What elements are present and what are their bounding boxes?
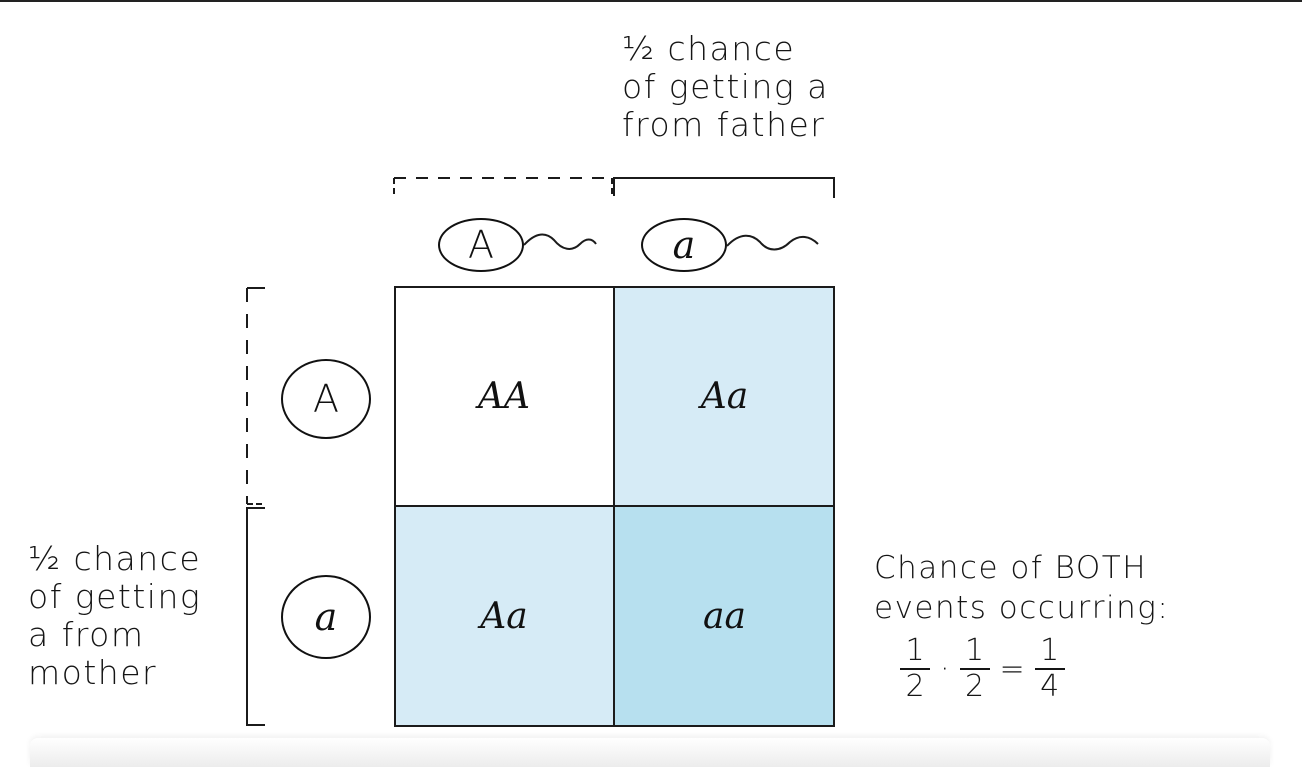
punnett-grid-horizontal-divider xyxy=(394,505,835,507)
top-solid-bracket-icon xyxy=(613,177,835,198)
sperm-tail-icon-a xyxy=(726,234,819,251)
mother-note-line-2: of getting xyxy=(28,577,202,616)
fraction-denominator: 2 xyxy=(965,669,985,704)
father-allele-A: A xyxy=(438,218,524,272)
punnett-cell-Aa-bottom: Aa xyxy=(394,506,614,727)
father-chance-note: ½ chance of getting a from father xyxy=(622,30,829,144)
mother-note-line-1: ½ chance xyxy=(28,539,202,578)
probability-calculation: 1 2 · 1 2 = 1 4 xyxy=(900,636,1065,702)
punnett-cell-Aa-top: Aa xyxy=(614,286,835,506)
fraction-numerator: 1 xyxy=(965,633,985,668)
left-dashed-bracket-icon xyxy=(246,287,265,505)
fraction-bar xyxy=(900,668,930,670)
multiply-dot: · xyxy=(940,651,950,687)
mother-allele-a: a xyxy=(281,575,371,659)
equals-sign: = xyxy=(999,651,1025,687)
fraction-denominator: 4 xyxy=(1040,669,1060,704)
fraction-bar xyxy=(1034,668,1065,670)
sperm-tail-icon-A xyxy=(523,233,597,250)
fraction-numerator: 1 xyxy=(1040,633,1060,668)
mother-note-line-4: mother xyxy=(28,653,158,692)
mother-note-line-3: a from xyxy=(28,615,145,654)
top-border xyxy=(0,0,1302,2)
father-note-line-2: of getting a xyxy=(622,67,829,106)
fraction-numerator: 1 xyxy=(905,633,925,668)
punnett-cell-AA: AA xyxy=(394,286,614,506)
top-dashed-bracket-icon xyxy=(393,177,613,196)
left-solid-bracket-icon xyxy=(246,507,265,726)
fraction-denominator: 2 xyxy=(905,669,925,704)
fraction-one-half-a: 1 2 xyxy=(900,636,930,702)
fraction-one-half-b: 1 2 xyxy=(959,633,990,704)
father-allele-a: a xyxy=(641,218,727,272)
fraction-one-quarter: 1 4 xyxy=(1034,633,1065,704)
mother-allele-A: A xyxy=(281,359,371,439)
mother-chance-note: ½ chance of getting a from mother xyxy=(28,540,201,692)
father-note-line-1: ½ chance xyxy=(622,29,796,68)
father-note-line-3: from father xyxy=(622,105,826,144)
both-events-note: Chance of BOTH events occurring: xyxy=(874,548,1169,628)
fraction-bar xyxy=(959,668,990,670)
both-note-line-1: Chance of BOTH xyxy=(874,550,1148,586)
both-note-line-2: events occurring: xyxy=(874,590,1170,626)
bottom-panel-shadow xyxy=(30,738,1270,767)
punnett-cell-aa: aa xyxy=(614,506,835,727)
